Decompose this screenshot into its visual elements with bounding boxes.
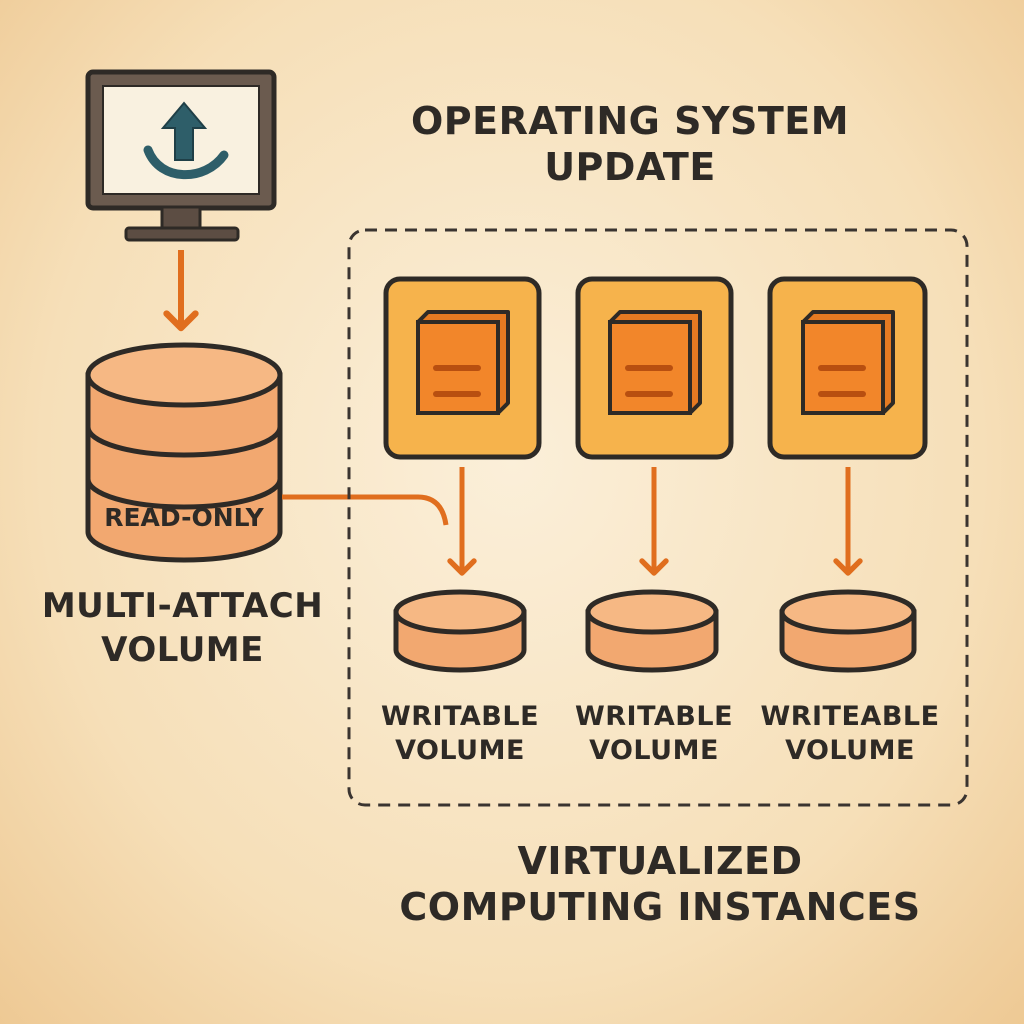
os-update-title-line1: OPERATING SYSTEM [410,99,850,143]
connector-volume-to-instances [282,494,449,526]
writable-volume-label-3: WRITEABLE VOLUME [760,700,940,768]
server-icon-3 [801,310,895,415]
update-arrow-icon [143,101,229,180]
read-only-badge: READ-ONLY [104,503,264,532]
writable-volume-label-1-line2: VOLUME [395,735,525,766]
instances-group-border [347,228,969,807]
multi-attach-volume-label-line1: MULTI-ATTACH [41,586,324,626]
virtualized-instances-label-line2: COMPUTING INSTANCES [399,885,921,929]
virtualized-instances-label: VIRTUALIZED COMPUTING INSTANCES [370,838,950,930]
writable-volume-label-3-line2: VOLUME [785,735,915,766]
os-update-title-line2: UPDATE [544,145,716,189]
virtualized-instances-label-line1: VIRTUALIZED [517,839,803,883]
writable-volume-icon-3 [779,589,917,673]
os-update-title: OPERATING SYSTEM UPDATE [380,98,880,190]
multi-attach-volume-icon [85,342,283,563]
writable-volume-label-2: WRITABLE VOLUME [569,700,739,768]
writable-volume-label-2-line1: WRITABLE [574,701,734,732]
server-icon-2 [608,310,702,415]
writable-volume-label-1-line1: WRITABLE [380,701,540,732]
server-icon-1 [416,310,510,415]
writable-volume-label-2-line2: VOLUME [589,735,719,766]
multi-attach-volume-label-line2: VOLUME [101,630,264,670]
writable-volume-icon-1 [393,589,527,673]
multi-attach-volume-label: MULTI-ATTACH VOLUME [20,584,345,672]
writable-volume-label-3-line1: WRITEABLE [760,701,940,732]
writable-volume-icon-2 [585,589,719,673]
writable-volume-label-1: WRITABLE VOLUME [375,700,545,768]
